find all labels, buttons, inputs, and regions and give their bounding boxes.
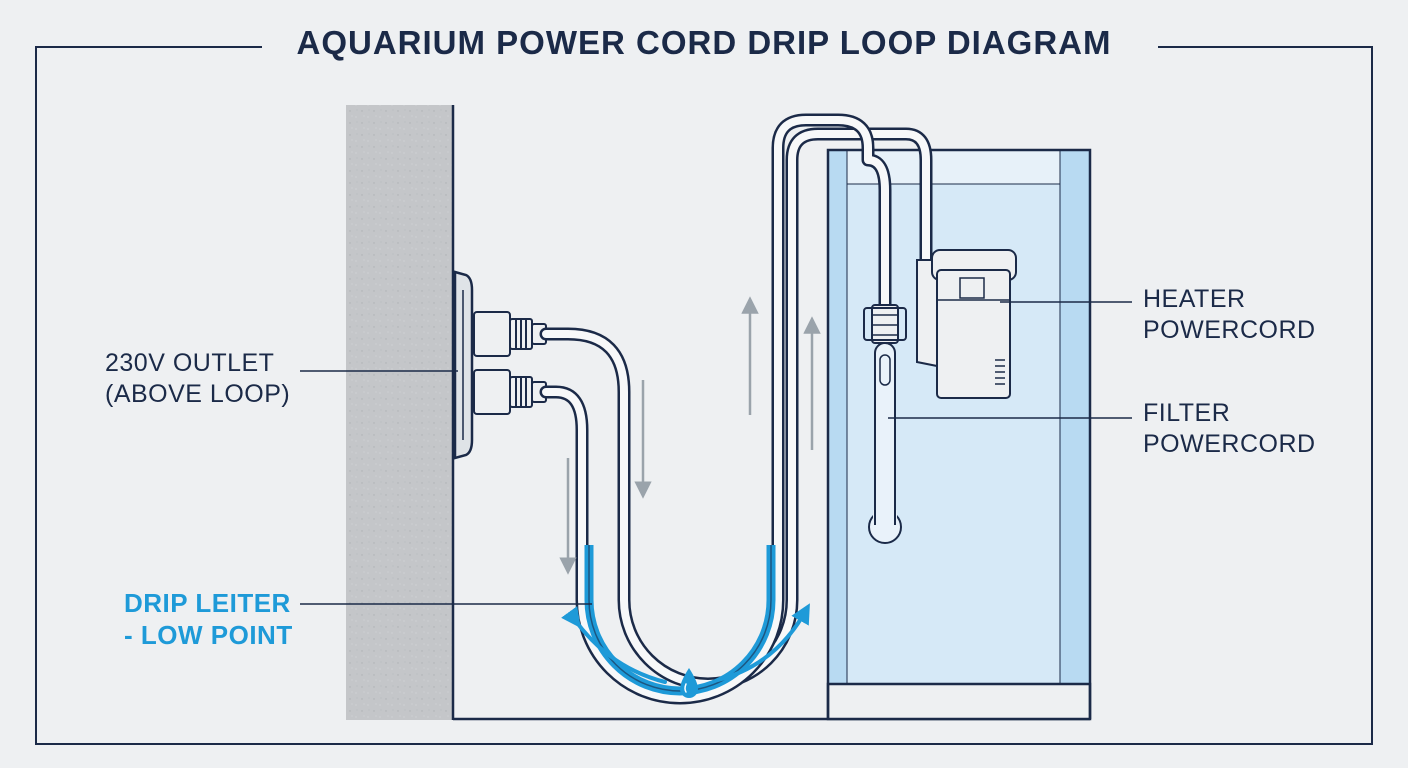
tank-glass-front	[828, 150, 847, 684]
plug-icon	[473, 311, 547, 415]
page-title: AQUARIUM POWER CORD DRIP LOOP DIAGRAM	[296, 24, 1112, 61]
drip-label-line2: - LOW POINT	[124, 620, 293, 650]
outlet-label-line1: 230V OUTLET	[105, 349, 275, 377]
outlet-label: 230V OUTLET (ABOVE LOOP)	[105, 348, 290, 410]
flow-arrow-left	[561, 606, 667, 684]
frame-border	[35, 46, 1373, 745]
filter-label: FILTER POWERCORD	[1143, 398, 1316, 460]
drip-label-line1: DRIP LEITER	[124, 588, 291, 618]
heater-label: HEATER POWERCORD	[1143, 284, 1316, 346]
wall	[346, 105, 453, 720]
outlet-label-line2: (ABOVE LOOP)	[105, 380, 291, 408]
tank-outline	[826, 148, 1092, 719]
outlet-icon	[453, 270, 474, 460]
filter-label-line1: FILTER	[1143, 399, 1231, 427]
water-drop-icon	[680, 668, 698, 698]
tank-base	[826, 682, 1092, 721]
heater-label-line2: POWERCORD	[1143, 316, 1316, 344]
heater-icon	[863, 304, 907, 544]
heater-label-line1: HEATER	[1143, 285, 1246, 313]
tank-glass-back	[1060, 150, 1090, 684]
filter-label-line2: POWERCORD	[1143, 430, 1316, 458]
filter-icon	[916, 249, 1017, 399]
flow-arrow-right	[716, 603, 810, 682]
drip-label: DRIP LEITER - LOW POINT	[124, 587, 293, 651]
